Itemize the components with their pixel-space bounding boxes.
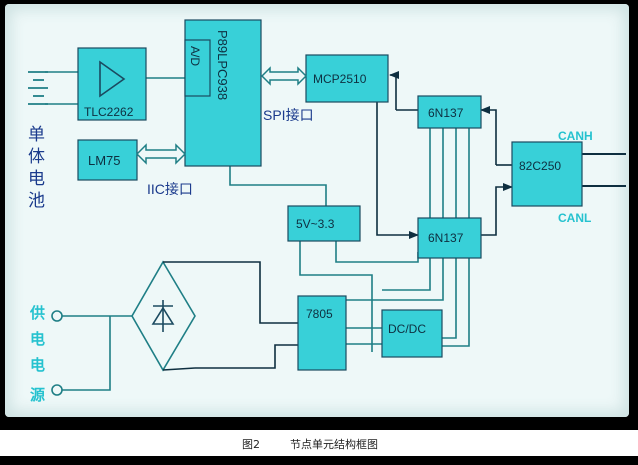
- block-5v-3v3: 5V~3.3: [287, 205, 361, 242]
- spi-label: SPI接口: [263, 107, 314, 123]
- battery-icon: [28, 71, 48, 105]
- power-supply-label: 供 电 电 源: [29, 304, 45, 404]
- rail-down-3: [442, 258, 457, 339]
- wire-bridge-7805-1: [195, 261, 298, 324]
- iic-bus-arrow-icon: [135, 143, 187, 165]
- block-p89lpc938: A/D P89LPC938: [184, 19, 262, 167]
- block-82c250: 82C250: [511, 141, 583, 207]
- supply-terminal-top-icon: [51, 310, 63, 322]
- wires: [45, 71, 626, 391]
- battery-char-4: 池: [28, 191, 45, 210]
- power-char-2: 电: [30, 330, 45, 348]
- battery-char-1: 单: [28, 125, 45, 144]
- ad-label: A/D: [188, 46, 202, 66]
- power-char-1: 供: [29, 304, 45, 322]
- lm75-label: LM75: [88, 153, 121, 168]
- opto-bottom-label: 6N137: [428, 231, 464, 245]
- p89-label: P89LPC938: [215, 30, 230, 100]
- power-char-4: 源: [30, 386, 45, 404]
- block-opto-top: 6N137: [417, 95, 482, 129]
- block-opto-bottom: 6N137: [417, 217, 482, 259]
- supply-terminal-bottom-icon: [51, 384, 63, 396]
- power-char-3: 电: [30, 356, 45, 374]
- diode-icon: [151, 300, 175, 332]
- wire-reg33-out-2: [335, 241, 419, 263]
- block-dcdc: DC/DC: [381, 309, 443, 358]
- block-tlc2262: TLC2262: [77, 47, 147, 121]
- rail-down-2: [346, 258, 444, 301]
- caption-figure-number: 图2: [242, 438, 260, 451]
- wire-can-opto1: [480, 106, 497, 165]
- wire-bridge-7805-2: [195, 344, 298, 369]
- block-ad: [184, 39, 211, 97]
- spi-bus-arrow-icon: [260, 66, 308, 86]
- canl-label: CANL: [558, 211, 591, 225]
- wire-p89-reg33: [229, 166, 327, 206]
- opto-top-label: 6N137: [428, 106, 464, 120]
- rectifier-bridge: [131, 260, 196, 372]
- dcdc-label: DC/DC: [388, 322, 426, 336]
- wire-reg33-out-1: [299, 241, 373, 352]
- rail-down-1: [382, 258, 431, 291]
- reg33-label: 5V~3.3: [296, 217, 335, 231]
- canh-label: CANH: [558, 129, 593, 143]
- caption-title: 节点单元结构框图: [290, 438, 378, 451]
- rail-down-4: [442, 258, 470, 347]
- reg7805-label: 7805: [306, 307, 333, 321]
- battery-char-3: 电: [28, 169, 45, 188]
- block-mcp2510: MCP2510: [305, 54, 389, 103]
- wire-supply-2: [62, 316, 111, 391]
- block-7805: 7805: [297, 295, 347, 371]
- tlc2262-label: TLC2262: [84, 105, 134, 119]
- battery-label: 单 体 电 池: [28, 125, 45, 210]
- wire-mcp-opto2: [376, 102, 419, 239]
- block-diagram: TLC2262 A/D P89LPC938 MCP2510 LM75 6N137…: [28, 19, 626, 404]
- can-ctrl-label: 82C250: [519, 159, 561, 173]
- wire-opto-mcp: [389, 71, 399, 110]
- block-lm75: LM75: [77, 139, 138, 181]
- battery-char-2: 体: [28, 147, 45, 166]
- mcp2510-label: MCP2510: [313, 72, 367, 86]
- amplifier-icon: [99, 60, 126, 98]
- figure-caption: 图2 节点单元结构框图: [0, 430, 638, 456]
- iic-label: IIC接口: [147, 181, 193, 197]
- wire-opto2-can: [481, 183, 513, 236]
